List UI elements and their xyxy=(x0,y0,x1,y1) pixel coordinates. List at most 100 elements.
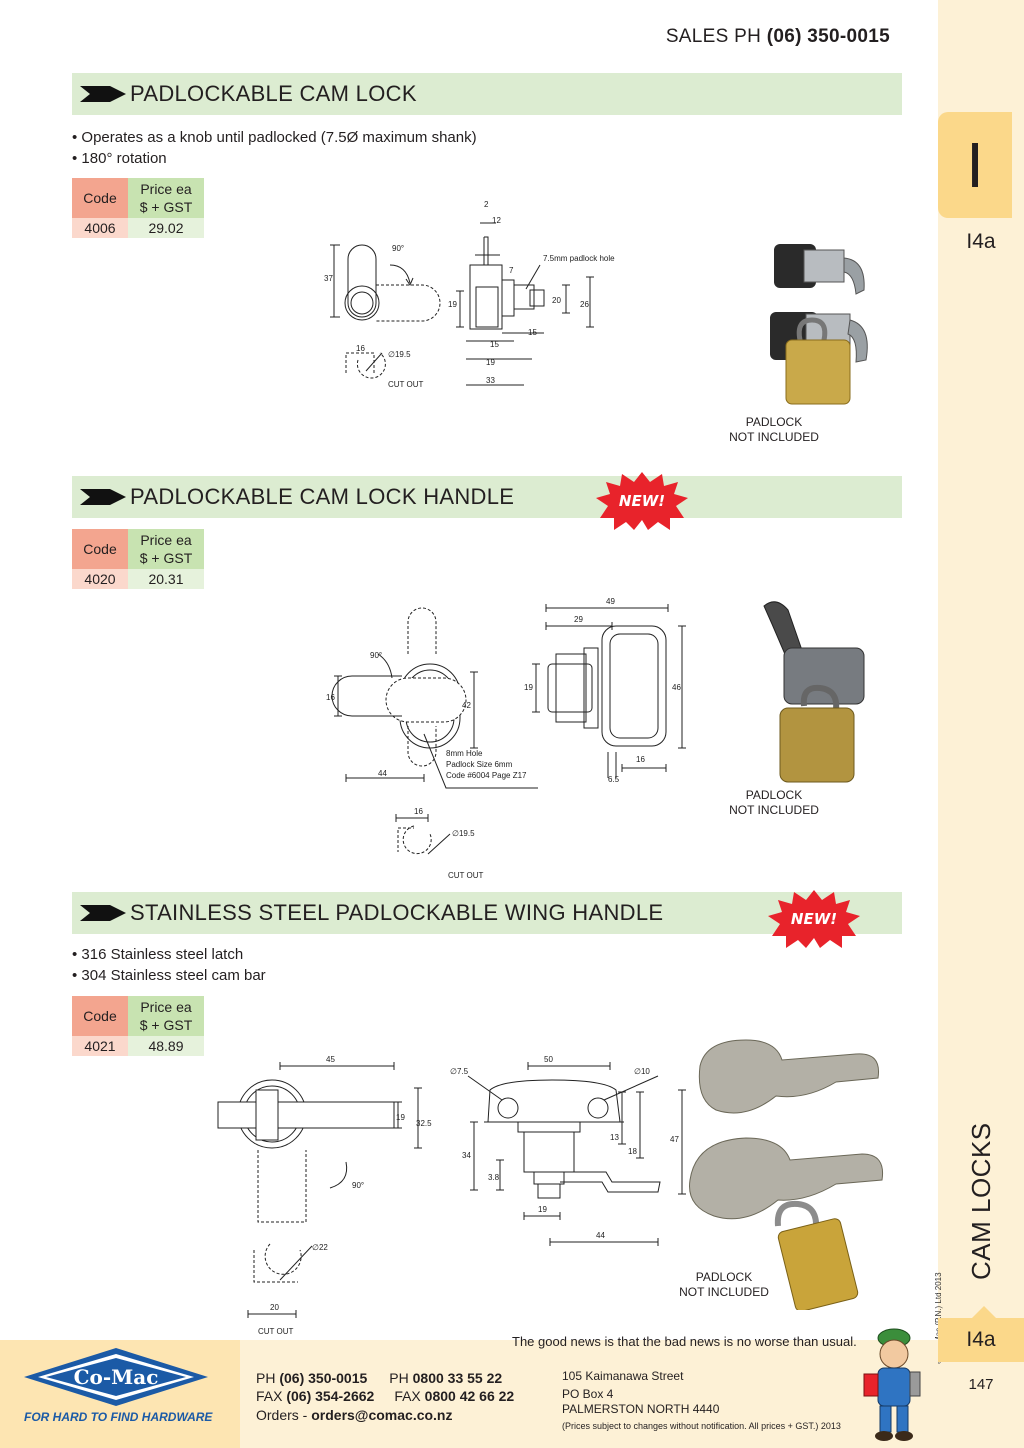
freephone-label: PH xyxy=(389,1370,413,1386)
dimension-label: 12 xyxy=(492,216,501,225)
dimension-label: ∅19.5 xyxy=(388,350,411,359)
address-line: PO Box 4 xyxy=(562,1387,614,1401)
product-photo xyxy=(763,601,865,783)
arrow-icon xyxy=(80,905,126,921)
caption-line: NOT INCLUDED xyxy=(729,803,819,817)
dimension-label: 16 xyxy=(414,807,423,816)
price-header-line: $ + GST xyxy=(139,550,193,566)
dimension-label: 19 xyxy=(486,358,495,367)
code-header: Code xyxy=(72,996,128,1036)
dimension-label: 29 xyxy=(574,615,583,624)
orders-line: Orders - orders@comac.co.nz xyxy=(256,1407,453,1423)
feature-item: • 180° rotation xyxy=(72,150,167,167)
dimension-label: 3.8 xyxy=(488,1173,500,1182)
orders-email-link[interactable]: orders@comac.co.nz xyxy=(311,1407,453,1423)
section-title: PADLOCKABLE CAM LOCK xyxy=(130,81,417,106)
phone-label: PH xyxy=(256,1370,280,1386)
product-photo xyxy=(689,1039,884,1310)
dimension-label: 19 xyxy=(524,683,533,692)
price-header-line: Price ea xyxy=(140,181,192,197)
dimension-label: 16 xyxy=(356,344,365,353)
dimension-label: 19 xyxy=(396,1113,405,1122)
price-header-line: $ + GST xyxy=(139,199,193,215)
dimension-label: 90° xyxy=(370,651,382,660)
new-badge: NEW! xyxy=(768,890,860,948)
product-code: 4020 xyxy=(72,569,128,589)
mascot-illustration xyxy=(863,1328,921,1441)
price-disclaimer: (Prices subject to changes without notif… xyxy=(562,1421,841,1431)
section-title: STAINLESS STEEL PADLOCKABLE WING HANDLE xyxy=(130,900,664,925)
dimension-label: CUT OUT xyxy=(258,1327,294,1336)
caption-line: NOT INCLUDED xyxy=(729,430,819,444)
dimension-label: 42 xyxy=(462,701,471,710)
dimension-label: 6.5 xyxy=(608,775,620,784)
dimension-label: ∅22 xyxy=(312,1243,328,1252)
feature-item: • 316 Stainless steel latch xyxy=(72,946,244,963)
section-title-bar: STAINLESS STEEL PADLOCKABLE WING HANDLE xyxy=(72,892,902,934)
padlock-not-included-caption: PADLOCK NOT INCLUDED xyxy=(718,415,830,445)
section-title: PADLOCKABLE CAM LOCK HANDLE xyxy=(130,484,515,509)
section-title-bar: PADLOCKABLE CAM LOCK xyxy=(72,73,902,115)
dimension-label: 18 xyxy=(628,1147,637,1156)
technical-drawing: 2 12 7 7.5mm padlock hole 90° 37 19 20 2… xyxy=(324,200,615,389)
dimension-label: 15 xyxy=(490,340,499,349)
category-label: CAM LOCKS xyxy=(966,1122,996,1280)
phone-number: (06) 350-0015 xyxy=(279,1370,368,1386)
feature-item: • Operates as a knob until padlocked (7.… xyxy=(72,129,477,146)
dimension-label: 46 xyxy=(672,683,681,692)
price-header-line: Price ea xyxy=(140,532,192,548)
price-header: Price ea $ + GST xyxy=(128,178,204,218)
logo-text: Co-Mac xyxy=(74,1365,159,1389)
footer-quote: The good news is that the bad news is no… xyxy=(512,1334,857,1349)
dimension-label: 26 xyxy=(580,300,589,309)
dimension-label: 15 xyxy=(528,328,537,337)
arrow-icon xyxy=(80,86,126,102)
company-tagline: FOR HARD TO FIND HARDWARE xyxy=(24,1410,213,1424)
side-strip xyxy=(938,0,1024,1448)
section-code: I4a xyxy=(966,230,996,253)
product-price: 29.02 xyxy=(128,218,204,238)
product-code: 4006 xyxy=(72,218,128,238)
freefax-label: FAX xyxy=(394,1388,425,1404)
dimension-label: 47 xyxy=(670,1135,679,1144)
caption-line: PADLOCK xyxy=(745,415,803,429)
new-badge-label: NEW! xyxy=(791,910,837,928)
dimension-label: 32.5 xyxy=(416,1119,432,1128)
price-header-line: $ + GST xyxy=(139,1017,193,1033)
dimension-label: 34 xyxy=(462,1151,471,1160)
feature-item: • 304 Stainless steel cam bar xyxy=(72,967,266,984)
dimension-label: 45 xyxy=(326,1055,335,1064)
address-line: PALMERSTON NORTH 4440 xyxy=(562,1402,720,1416)
technical-drawing: 49 29 90° 16 42 19 46 8mm Hole Padlock S… xyxy=(326,597,686,880)
dimension-label: ∅7.5 xyxy=(450,1067,469,1076)
arrow-icon xyxy=(80,489,126,505)
freefax-number: 0800 42 66 22 xyxy=(424,1388,515,1404)
new-badge-label: NEW! xyxy=(619,492,665,510)
price-header: Price ea $ + GST xyxy=(128,529,204,569)
product-price: 48.89 xyxy=(128,1036,204,1056)
product-code: 4021 xyxy=(72,1036,128,1056)
feature-list: • 316 Stainless steel latch • 304 Stainl… xyxy=(72,944,266,986)
dimension-label: ∅10 xyxy=(634,1067,650,1076)
sales-phone: (06) 350-0015 xyxy=(766,26,890,47)
price-header-line: Price ea xyxy=(140,999,192,1015)
freephone-number: 0800 33 55 22 xyxy=(412,1370,503,1386)
comac-logo: Co-Mac xyxy=(24,1348,208,1406)
price-header: Price ea $ + GST xyxy=(128,996,204,1036)
address-line: 105 Kaimanawa Street xyxy=(562,1369,684,1383)
dimension-label: 13 xyxy=(610,1133,619,1142)
caption-line: NOT INCLUDED xyxy=(679,1285,769,1299)
dimension-label: CUT OUT xyxy=(448,871,484,880)
caption-line: PADLOCK xyxy=(745,788,803,802)
fax-number: (06) 354-2662 xyxy=(286,1388,375,1404)
technical-drawing: 45 19 32.5 90° ∅22 20 CUT OUT ∅7.5 50 ∅1… xyxy=(217,1055,686,1336)
dimension-label: 37 xyxy=(324,274,333,283)
dimension-label: 19 xyxy=(448,300,457,309)
dimension-label: 20 xyxy=(552,296,561,305)
dimension-label: Code #6004 Page Z17 xyxy=(446,771,527,780)
product-price: 20.31 xyxy=(128,569,204,589)
padlock-not-included-caption: PADLOCK NOT INCLUDED xyxy=(718,788,830,818)
dimension-label: 7.5mm padlock hole xyxy=(543,254,615,263)
dimension-label: 8mm Hole xyxy=(446,749,483,758)
